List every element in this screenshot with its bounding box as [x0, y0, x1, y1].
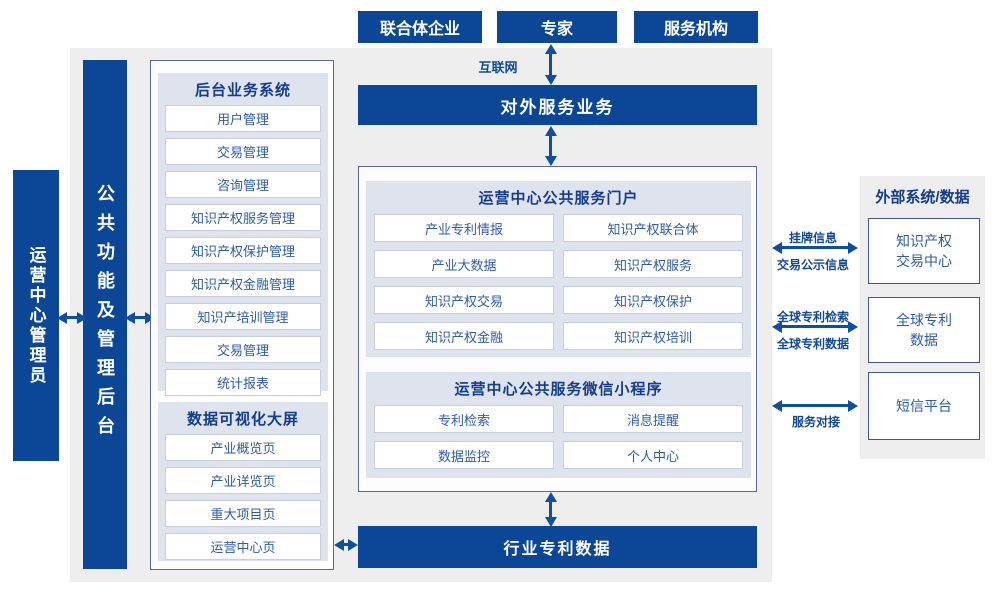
- arrow-admin-to-backend: [66, 316, 78, 319]
- miniapp-items: 专利检索 消息提醒 数据监控 个人中心: [366, 399, 751, 477]
- diagram-item: 个人中心: [563, 441, 743, 469]
- diagram-item: 消息提醒: [563, 405, 743, 433]
- node-label: 行业专利数据: [503, 541, 612, 558]
- node-global-patent-data: 全球专利 数据: [868, 297, 980, 363]
- node-consortium-enterprises: 联合体企业: [358, 11, 482, 43]
- diagram-item: 专利检索: [374, 405, 554, 433]
- diagram-item: 运营中心页: [165, 533, 321, 560]
- node-industry-patent-data: 行业专利数据: [358, 526, 757, 568]
- subpanel-public-service-portal: 运营中心公共服务门户 产业专利情报 知识产权联合体 产业大数据 知识产权服务 知…: [366, 181, 751, 357]
- arrow-service-to-portal: [549, 135, 552, 157]
- diagram-item: 交易管理: [165, 336, 321, 363]
- arrow-global-patent-link: [781, 325, 849, 328]
- diagram-item: 产业专利情报: [374, 214, 554, 242]
- subpanel-title: 数据可视化大屏: [186, 411, 299, 428]
- rail-label: 运营中心管理员: [26, 245, 46, 386]
- arrow-panel-to-industry-data: [549, 501, 552, 518]
- diagram-item: 知识产培训管理: [165, 303, 321, 330]
- arrow-trading-center-link: [781, 246, 849, 249]
- diagram-item: 知识产权服务管理: [165, 204, 321, 231]
- diagram-item: 用户管理: [165, 105, 321, 132]
- label-global-patent-data: 全球专利数据: [776, 337, 849, 351]
- diagram-item: 知识产权金融管理: [165, 270, 321, 297]
- diagram-item: 统计报表: [165, 369, 321, 396]
- internet-label: 互联网: [478, 60, 518, 75]
- subpanel-title: 运营中心公共服务微信小程序: [454, 381, 663, 398]
- diagram-item: 知识产权联合体: [563, 214, 743, 242]
- arrow-dashboard-to-industry-data: [343, 543, 349, 546]
- node-experts: 专家: [497, 11, 617, 43]
- diagram-item: 知识产权保护: [563, 286, 743, 314]
- external-systems-title: 外部系统/数据: [875, 189, 970, 206]
- diagram-item: 知识产权培训: [563, 322, 743, 350]
- portal-items: 产业专利情报 知识产权联合体 产业大数据 知识产权服务 知识产权交易 知识产权保…: [366, 208, 751, 358]
- panel-portal-miniapp: 运营中心公共服务门户 产业专利情报 知识产权联合体 产业大数据 知识产权服务 知…: [358, 166, 757, 492]
- subpanel-wechat-miniapp: 运营中心公共服务微信小程序 专利检索 消息提醒 数据监控 个人中心: [366, 372, 751, 478]
- node-service-agencies: 服务机构: [634, 11, 758, 43]
- rail-public-function-admin-backend: 公共功能及管理后台: [83, 60, 127, 569]
- subpanel-title: 运营中心公共服务门户: [478, 190, 639, 207]
- diagram-item: 知识产权服务: [563, 250, 743, 278]
- panel-backoffice-dashboard: 后台业务系统 用户管理 交易管理 咨询管理 知识产权服务管理 知识产权保护管理 …: [150, 60, 334, 570]
- dashboard-items: 产业概览页 产业详览页 重大项目页 运营中心页: [158, 429, 328, 567]
- node-label: 服务机构: [663, 21, 728, 38]
- label-trade-publicity: 交易公示信息: [776, 258, 849, 272]
- node-label: 联合体企业: [379, 21, 460, 38]
- diagram-item: 产业概览页: [165, 434, 321, 461]
- subpanel-back-office: 后台业务系统 用户管理 交易管理 咨询管理 知识产权服务管理 知识产权保护管理 …: [158, 73, 328, 396]
- label-listing-info: 挂牌信息: [788, 231, 837, 245]
- subpanel-title: 后台业务系统: [194, 82, 291, 99]
- node-external-service-business: 对外服务业务: [358, 85, 757, 125]
- arrow-internet: [549, 53, 552, 76]
- rail-operation-center-admin: 运营中心管理员: [13, 170, 59, 461]
- node-ip-trading-center: 知识产权 交易中心: [868, 218, 980, 284]
- back-office-items: 用户管理 交易管理 咨询管理 知识产权服务管理 知识产权保护管理 知识产权金融管…: [158, 100, 328, 403]
- diagram-item: 产业详览页: [165, 467, 321, 494]
- diagram-item: 重大项目页: [165, 500, 321, 527]
- node-label: 短信平台: [896, 397, 952, 414]
- node-label: 专家: [540, 21, 573, 38]
- diagram-item: 交易管理: [165, 138, 321, 165]
- arrow-sms-link: [781, 404, 849, 407]
- node-label: 对外服务业务: [500, 97, 615, 117]
- label-global-patent-search: 全球专利检索: [776, 310, 849, 324]
- arrow-backend-to-panel: [134, 316, 146, 319]
- diagram-item: 咨询管理: [165, 171, 321, 198]
- diagram-item: 知识产权金融: [374, 322, 554, 350]
- diagram-item: 数据监控: [374, 441, 554, 469]
- rail-label: 公共功能及管理后台: [95, 184, 115, 445]
- subpanel-dashboard: 数据可视化大屏 产业概览页 产业详览页 重大项目页 运营中心页: [158, 402, 328, 561]
- node-sms-platform: 短信平台: [868, 372, 980, 440]
- diagram-item: 产业大数据: [374, 250, 554, 278]
- diagram-item: 知识产权保护管理: [165, 237, 321, 264]
- diagram-item: 知识产权交易: [374, 286, 554, 314]
- label-service-connect: 服务对接: [791, 415, 840, 429]
